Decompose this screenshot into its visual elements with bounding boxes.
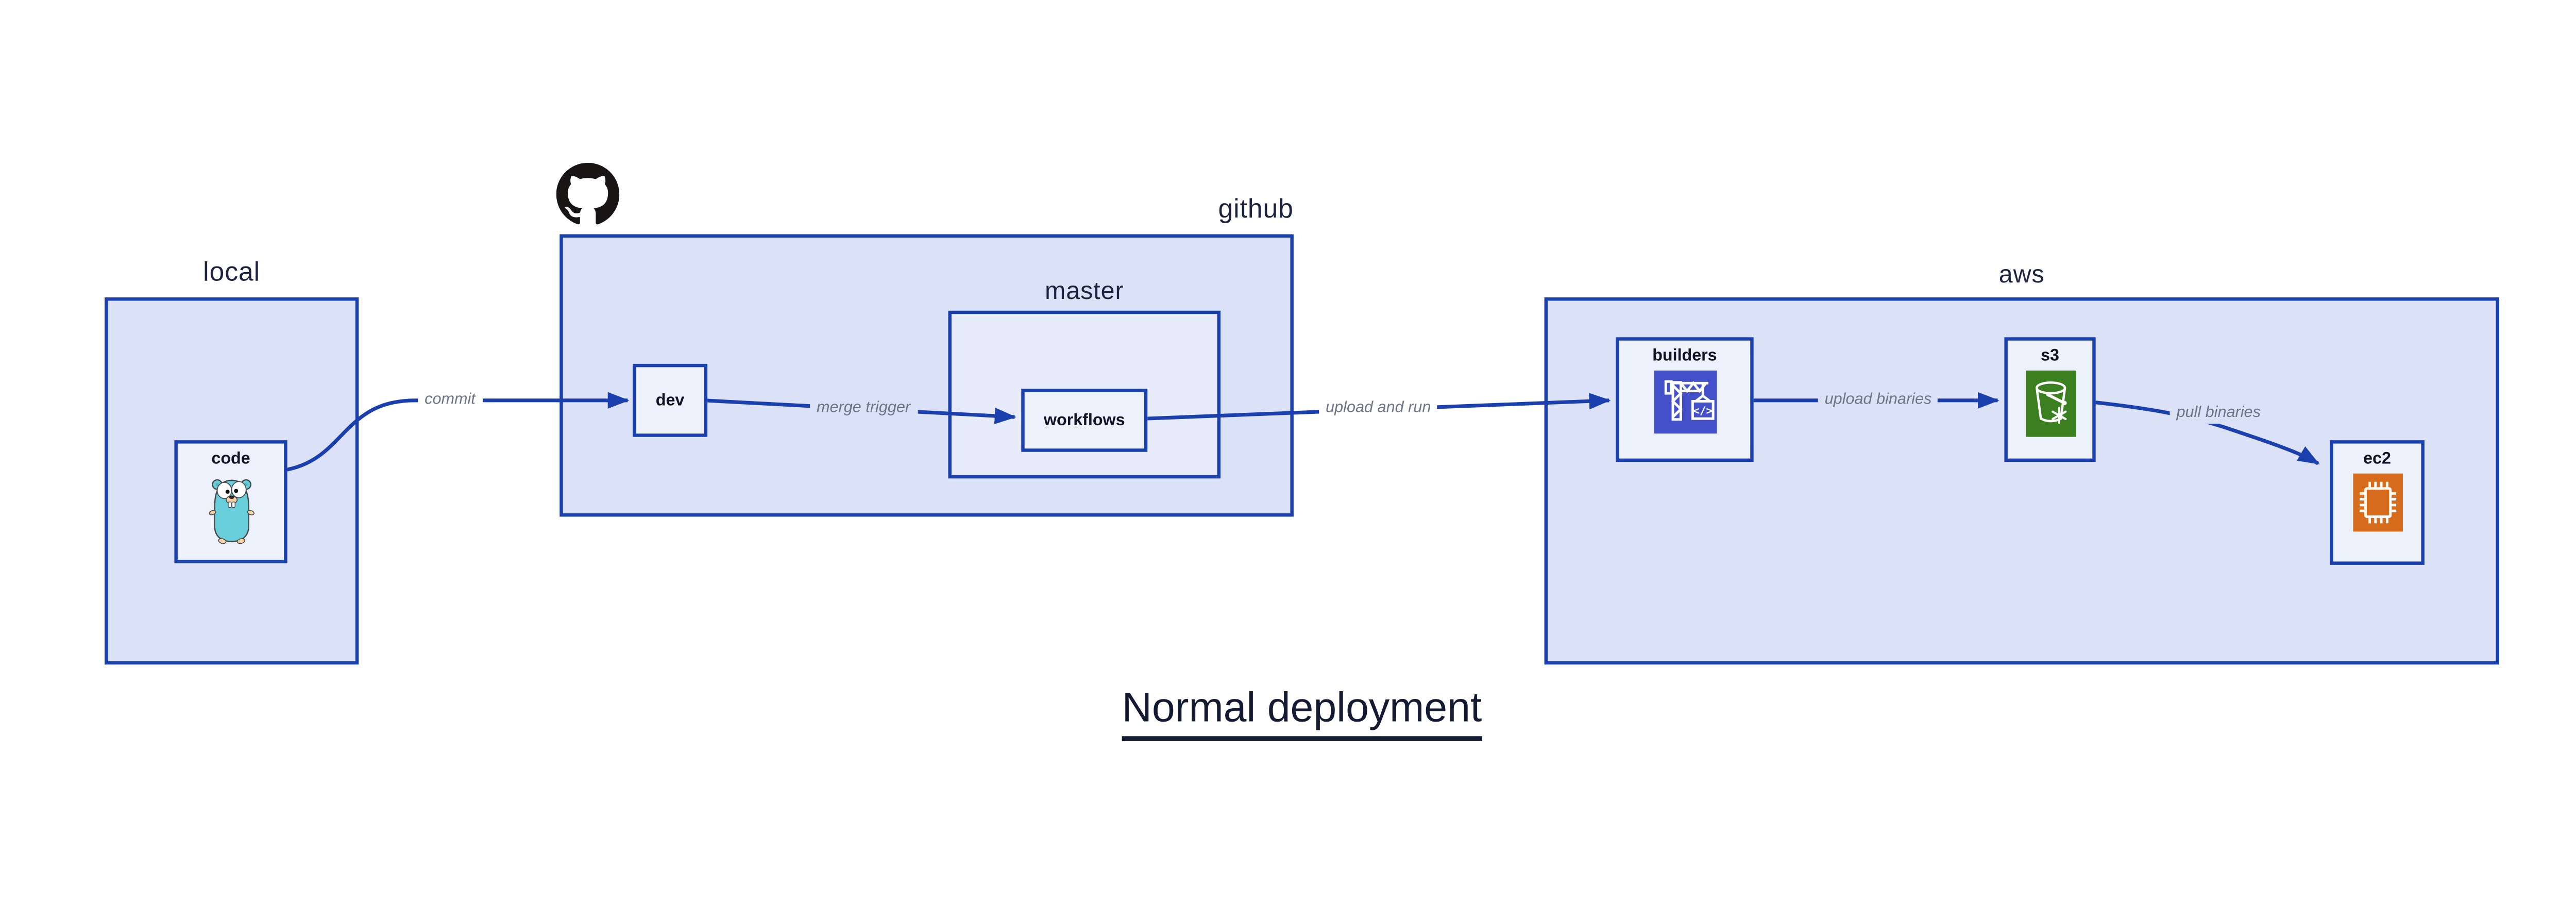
region-label-local: local [203, 259, 261, 288]
node-code: code [174, 440, 287, 563]
node-label-s3: s3 [2041, 347, 2059, 366]
node-label-dev: dev [655, 391, 685, 410]
node-dev: dev [633, 363, 708, 437]
node-label-builders: builders [1652, 347, 1717, 366]
diagram-title: Normal deployment [1122, 684, 1482, 741]
region-label-master: master [1044, 277, 1124, 306]
region-label-github: github [1218, 196, 1294, 225]
region-label-aws: aws [1998, 261, 2045, 289]
s3-glacier-bucket-icon [2025, 370, 2075, 445]
node-s3: s3 [2004, 337, 2096, 462]
edge-label-commit: commit [418, 390, 482, 410]
node-label-ec2: ec2 [2363, 450, 2391, 469]
codebuild-crane-icon: </> [1653, 370, 1717, 442]
edge-label-upload-binaries: upload binaries [1818, 390, 1939, 410]
edge-label-upload-and-run: upload and run [1319, 398, 1438, 419]
edge-label-pull-binaries: pull binaries [2170, 404, 2267, 424]
node-label-code: code [211, 450, 250, 469]
ec2-chip-icon [2352, 473, 2402, 540]
codebuild-code-glyph: </> [1692, 405, 1712, 417]
node-ec2: ec2 [2330, 440, 2425, 565]
github-octocat-icon [556, 162, 620, 225]
node-builders: builders </> [1616, 337, 1754, 462]
node-workflows: workflows [1021, 389, 1148, 452]
go-gopher-icon [205, 474, 257, 554]
node-label-workflows: workflows [1043, 411, 1125, 430]
edge-label-merge-trigger: merge trigger [810, 398, 918, 419]
